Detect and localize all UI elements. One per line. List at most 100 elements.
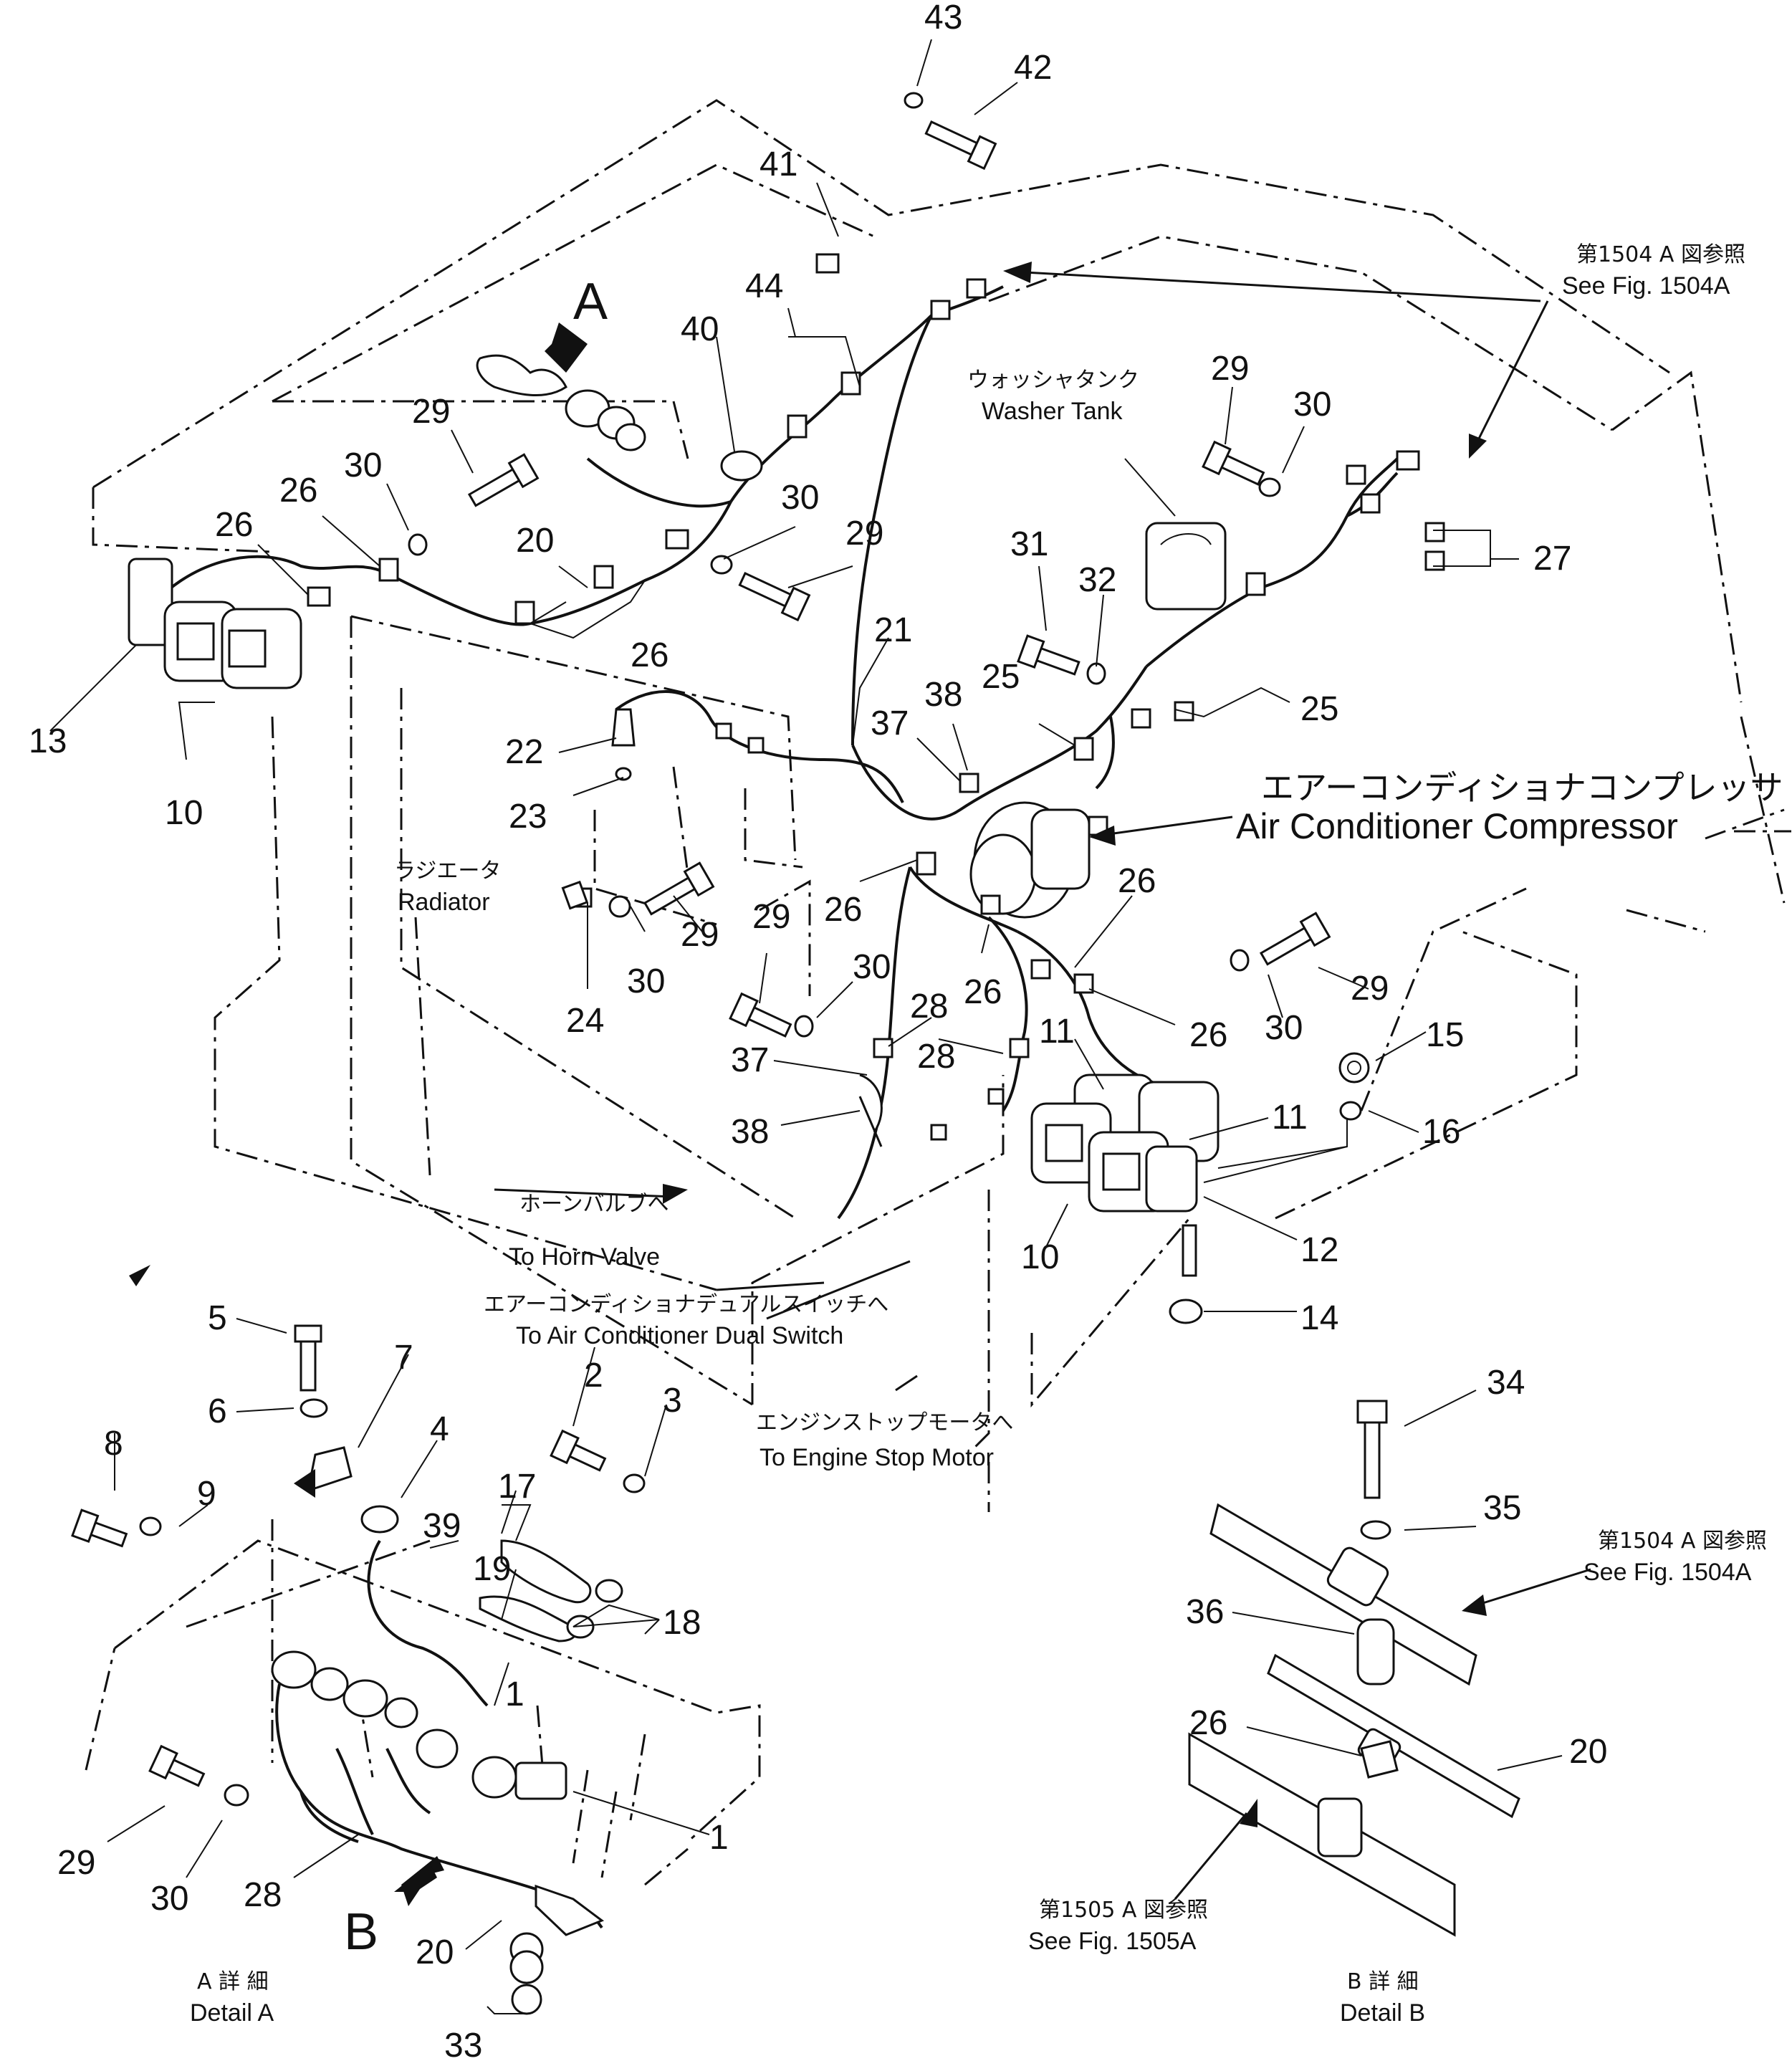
horn-valve-jp: ホーンバルブへ	[519, 1192, 669, 1217]
callout-4: 4	[430, 1410, 449, 1448]
work-lamps-right	[1030, 1073, 1220, 1213]
callout-8: 8	[104, 1425, 123, 1463]
view-letter-a: A	[573, 273, 608, 330]
callout-20-a: 20	[516, 522, 554, 560]
callout-20-c: 20	[1569, 1733, 1607, 1771]
callout-17: 17	[498, 1468, 536, 1506]
callout-12: 12	[1300, 1231, 1338, 1269]
machine-outline	[92, 99, 1791, 1512]
detail-b-en: Detail B	[1340, 1999, 1425, 2027]
ac-compressor	[969, 801, 1091, 919]
callout-11-a: 11	[1039, 1013, 1075, 1051]
callout-37-a: 37	[871, 704, 909, 742]
callout-27: 27	[1533, 540, 1571, 578]
callout-18: 18	[663, 1604, 701, 1642]
callout-21: 21	[874, 611, 912, 649]
radiator-en: Radiator	[398, 889, 490, 916]
ac-compressor-en: Air Conditioner Compressor	[1236, 806, 1678, 846]
ac-dual-switch-en: To Air Conditioner Dual Switch	[516, 1322, 843, 1349]
callout-19: 19	[473, 1550, 511, 1588]
detail-a	[71, 1324, 761, 2015]
engine-stop-en: To Engine Stop Motor	[760, 1444, 994, 1471]
callout-44: 44	[745, 267, 783, 305]
callout-10-b: 10	[1021, 1238, 1059, 1276]
callout-29-e: 29	[752, 898, 790, 936]
callout-41: 41	[760, 145, 797, 183]
callout-23: 23	[509, 798, 547, 836]
bolt-42	[924, 120, 997, 171]
callout-2: 2	[584, 1357, 603, 1395]
callout-10-a: 10	[165, 794, 203, 832]
callout-15: 15	[1426, 1016, 1464, 1054]
callout-30-a: 30	[344, 446, 382, 484]
callout-26-d: 26	[824, 891, 862, 929]
washer-tank-jp: ウォッシャタンク	[967, 368, 1139, 393]
see-1504a-detail-jp: 第1504 A 図参照	[1598, 1529, 1767, 1554]
callout-25-b: 25	[1300, 690, 1338, 728]
work-lamps-left	[128, 558, 302, 689]
callout-36: 36	[1186, 1593, 1224, 1631]
callout-38-b: 38	[731, 1113, 769, 1151]
callout-24: 24	[566, 1002, 604, 1040]
callout-42: 42	[1014, 49, 1052, 87]
detail-a-jp: A 詳 細	[197, 1969, 269, 1994]
callout-26-g: 26	[1189, 1016, 1227, 1054]
detail-a-en: Detail A	[190, 1999, 274, 2027]
see-1505a-en: See Fig. 1505A	[1028, 1928, 1197, 1955]
see-1504a-detail-en: See Fig. 1504A	[1583, 1559, 1752, 1586]
callout-28-c: 28	[244, 1876, 282, 1914]
callout-35: 35	[1483, 1489, 1521, 1527]
view-letter-b: B	[344, 1903, 378, 1961]
callout-14: 14	[1300, 1299, 1338, 1337]
callout-29-a: 29	[412, 393, 450, 431]
see-1504a-top-jp: 第1504 A 図参照	[1576, 242, 1745, 267]
wire-harness	[142, 285, 1399, 1220]
callout-26-b: 26	[215, 506, 253, 544]
callout-16: 16	[1422, 1113, 1460, 1151]
callout-1-a: 1	[505, 1675, 524, 1713]
clamps	[307, 253, 1445, 1141]
callout-33: 33	[444, 2027, 482, 2061]
callout-numbers: 43 42 41 44 40 29 30 26 26 20 26 30 29 1…	[29, 0, 1607, 2061]
callout-37-b: 37	[731, 1041, 769, 1079]
callout-6: 6	[208, 1392, 227, 1430]
callout-29-c: 29	[1211, 350, 1249, 388]
see-1505a-jp: 第1505 A 図参照	[1039, 1898, 1208, 1923]
callout-40: 40	[681, 310, 719, 348]
callout-26-a: 26	[279, 472, 317, 510]
callout-38-a: 38	[924, 676, 962, 714]
callout-20-b: 20	[416, 1933, 454, 1971]
callout-39: 39	[423, 1507, 461, 1545]
radiator-jp: ラジエータ	[394, 859, 501, 884]
callout-30-c: 30	[1293, 386, 1331, 424]
callout-13: 13	[29, 722, 67, 760]
callout-29-d: 29	[681, 916, 719, 954]
callout-32: 32	[1078, 561, 1116, 599]
callout-43: 43	[924, 0, 962, 37]
washer-43	[904, 92, 924, 109]
horn-assembly	[476, 354, 646, 451]
leader-arrows	[129, 262, 1591, 1900]
callout-29-f: 29	[1351, 970, 1389, 1008]
callout-7: 7	[394, 1339, 413, 1377]
callout-29-g: 29	[57, 1844, 95, 1882]
callout-26-f: 26	[1118, 862, 1156, 900]
washer-tank-en: Washer Tank	[982, 398, 1123, 425]
bolts-washers-main	[408, 92, 1370, 1324]
callout-25-a: 25	[982, 658, 1020, 696]
callout-26-e: 26	[964, 973, 1002, 1011]
detail-b	[1188, 1400, 1520, 1937]
callout-11-b: 11	[1272, 1099, 1308, 1137]
callout-26-c: 26	[631, 636, 669, 674]
callout-29-b: 29	[845, 515, 883, 553]
ac-dual-switch-jp: エアーコンディショナデュアルスイッチへ	[484, 1292, 888, 1317]
callout-30-e: 30	[853, 948, 891, 986]
callout-22: 22	[505, 733, 543, 771]
horn-valve-en: To Horn Valve	[509, 1243, 660, 1271]
callout-34: 34	[1487, 1364, 1525, 1402]
callout-30-d: 30	[627, 962, 665, 1000]
callout-31: 31	[1010, 525, 1048, 563]
callout-30-g: 30	[150, 1880, 188, 1918]
